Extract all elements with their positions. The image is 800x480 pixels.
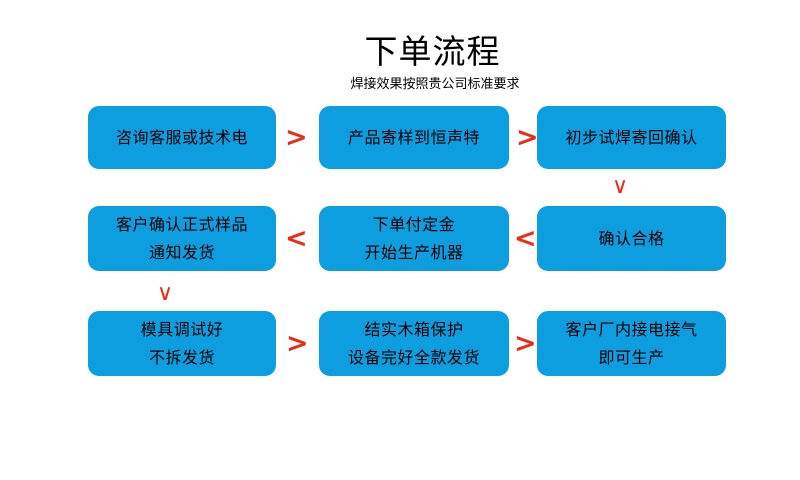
flow-node-r3c1[interactable]: 模具调试好 不拆发货	[88, 311, 276, 376]
arrow-right-icon: >	[285, 122, 308, 153]
flow-node-r3c2[interactable]: 结实木箱保护 设备完好全款发货	[319, 311, 509, 376]
flow-node-r2c1[interactable]: 客户确认正式样品 通知发货	[88, 206, 276, 271]
flow-node-line: 开始生产机器	[364, 242, 464, 262]
flow-node-line: 模具调试好	[140, 319, 224, 339]
arrow-right-icon: >	[516, 122, 539, 153]
flow-node-line: 不拆发货	[148, 347, 215, 367]
flow-node-r2c3[interactable]: 确认合格	[537, 206, 726, 271]
arrow-right-icon: >	[286, 328, 309, 359]
flow-node-line: 产品寄样到恒声特	[347, 127, 480, 147]
flow-node-r1c3[interactable]: 初步试焊寄回确认	[537, 106, 726, 169]
flow-node-r1c1[interactable]: 咨询客服或技术电	[88, 106, 276, 169]
flow-node-line: 下单付定金	[372, 214, 456, 234]
flow-node-line: 咨询客服或技术电	[115, 127, 248, 147]
flow-node-line: 结实木箱保护	[364, 319, 464, 339]
flow-node-r3c3[interactable]: 客户厂内接电接气 即可生产	[537, 311, 726, 376]
page-title: 下单流程	[364, 32, 501, 71]
arrow-down-icon: ∨	[612, 174, 629, 199]
flow-node-line: 客户确认正式样品	[115, 214, 248, 234]
flow-node-r1c2[interactable]: 产品寄样到恒声特	[319, 106, 509, 169]
flow-node-line: 客户厂内接电接气	[565, 319, 698, 339]
arrow-right-icon: >	[514, 328, 537, 359]
arrow-left-icon: <	[285, 223, 308, 254]
page-subtitle: 焊接效果按照贵公司标准要求	[350, 77, 520, 92]
flow-node-line: 确认合格	[598, 228, 665, 248]
flow-node-r2c2[interactable]: 下单付定金 开始生产机器	[319, 206, 509, 271]
flow-node-line: 即可生产	[598, 347, 665, 367]
flow-node-line: 通知发货	[148, 242, 215, 262]
flow-node-line: 初步试焊寄回确认	[565, 127, 698, 147]
flow-node-line: 设备完好全款发货	[347, 347, 480, 367]
arrow-down-icon: ∨	[157, 281, 174, 306]
arrow-left-icon: <	[514, 223, 537, 254]
